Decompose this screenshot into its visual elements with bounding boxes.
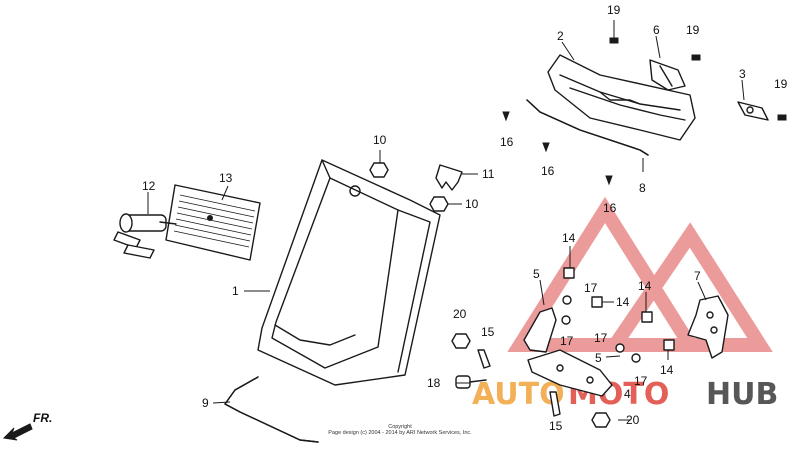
callout-19a: 19	[607, 3, 621, 17]
callout-17d: 17	[634, 374, 648, 388]
callout-10a: 10	[373, 133, 387, 147]
callout-14b: 14	[616, 295, 630, 309]
callout-14c: 14	[638, 279, 652, 293]
part-emblem-plate	[165, 184, 261, 261]
callout-12: 12	[142, 179, 156, 193]
callout-2: 2	[557, 29, 564, 43]
callout-16c: 16	[603, 201, 617, 215]
part-bracket-7	[687, 295, 729, 359]
callout-13: 13	[219, 171, 233, 185]
bolt-18	[455, 375, 487, 389]
part-trim-strip	[526, 99, 649, 156]
copyright-text: Page design (c) 2004 - 2014 by ARI Netwo…	[328, 430, 472, 436]
part-stay-5	[523, 307, 557, 353]
nut-20-b	[591, 412, 611, 428]
grommet-17-a	[562, 295, 572, 305]
callout-20b: 20	[626, 413, 640, 427]
watermark-text-auto: AUTO	[472, 377, 565, 412]
callout-10b: 10	[465, 197, 479, 211]
callout-3: 3	[739, 67, 746, 81]
grommet-17-d	[631, 353, 641, 363]
part-upper-cowl	[547, 54, 696, 141]
bolt-14-d	[663, 339, 675, 351]
callout-19c: 19	[774, 77, 788, 91]
watermark-text-hub: HUB	[706, 377, 778, 412]
callout-17a: 17	[584, 281, 598, 295]
bolt-15-a	[477, 349, 491, 369]
callout-15a: 15	[481, 325, 495, 339]
callout-5b: 5	[595, 351, 602, 365]
bolt-15-b	[549, 391, 561, 417]
screw-16-b	[542, 142, 550, 153]
callout-labels: 1 2 3 4 5 5 6 7 8 9 10 10 11 12 13 14 14…	[142, 3, 788, 433]
part-key-lock	[113, 213, 177, 259]
callout-16a: 16	[500, 135, 514, 149]
part-bracket-6	[649, 59, 686, 91]
callout-6: 6	[653, 23, 660, 37]
callout-14d: 14	[660, 363, 674, 377]
callout-15b: 15	[549, 419, 563, 433]
screw-16-a	[502, 111, 510, 122]
callout-17c: 17	[594, 331, 608, 345]
screw-16-c	[605, 175, 613, 186]
watermark-logo: AUTO MOTO HUB	[472, 196, 778, 412]
part-lower-seal	[224, 376, 319, 443]
callout-14a: 14	[562, 231, 576, 245]
bolt-14-b	[591, 296, 603, 308]
callout-18: 18	[427, 376, 441, 390]
callout-5a: 5	[533, 267, 540, 281]
part-front-cover	[257, 159, 441, 386]
screw-19-b	[691, 54, 701, 61]
callout-7: 7	[694, 269, 701, 283]
callout-8: 8	[639, 181, 646, 195]
bolt-14-c	[641, 311, 653, 323]
callout-11: 11	[482, 167, 495, 181]
nut-10-b	[429, 196, 449, 212]
callout-1: 1	[232, 284, 239, 298]
nut-10-a	[369, 162, 389, 178]
part-plate-3	[737, 101, 769, 121]
callout-19b: 19	[686, 23, 700, 37]
bolt-14-a	[563, 267, 575, 279]
screw-19-c	[777, 114, 787, 121]
callout-20a: 20	[453, 307, 467, 321]
callout-16b: 16	[541, 164, 555, 178]
copyright-title: Copyright	[388, 424, 412, 430]
leader-lines	[147, 35, 745, 421]
callout-4: 4	[624, 387, 631, 401]
front-direction-indicator: FR.	[2, 411, 52, 441]
grommet-17-b	[561, 315, 571, 325]
callout-17b: 17	[560, 334, 574, 348]
callout-9: 9	[202, 396, 209, 410]
screw-19-a	[609, 20, 619, 44]
grommet-17-c	[615, 343, 625, 353]
copyright-notice: Copyright Page design (c) 2004 - 2014 by…	[328, 424, 472, 436]
part-clip-11	[435, 164, 463, 191]
part-stay-4	[527, 349, 613, 397]
direction-label: FR.	[33, 411, 52, 425]
nut-20-a	[451, 333, 471, 349]
